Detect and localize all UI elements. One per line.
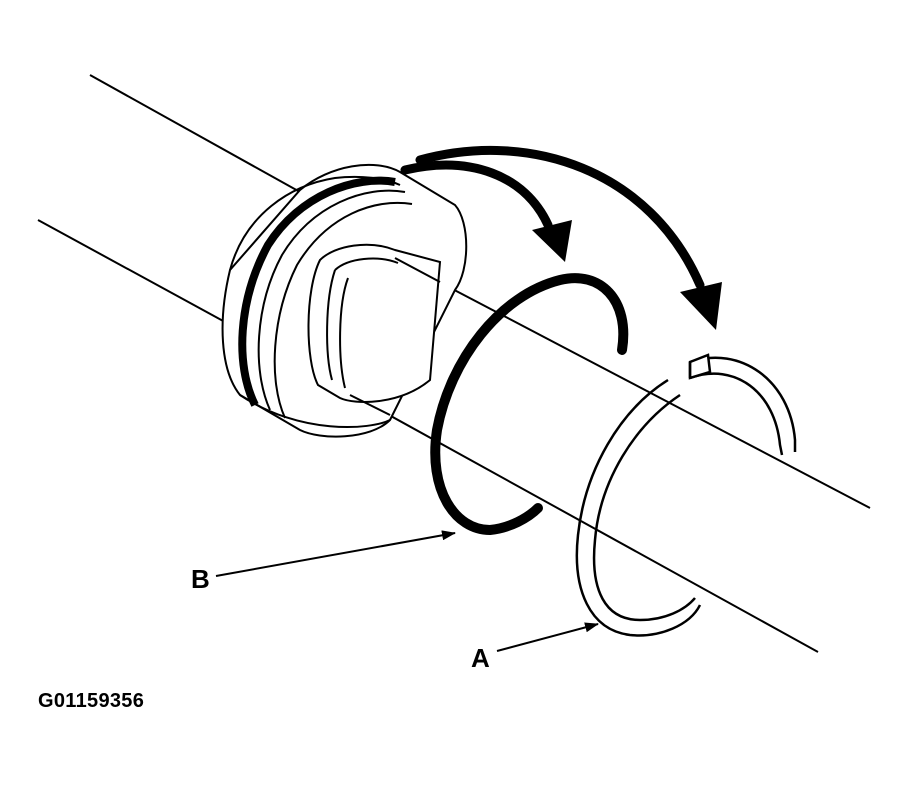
- shaft: [37, 74, 871, 653]
- callout-b-label: B: [191, 564, 210, 594]
- arrowhead-inner: [532, 220, 572, 262]
- rotation-arrows: [400, 145, 705, 290]
- ring-a: [575, 353, 797, 637]
- shaft-through-bore: [349, 257, 441, 416]
- leader-lines: [215, 530, 599, 652]
- figure-id: G01159356: [38, 690, 145, 712]
- arrowheads: [532, 220, 722, 330]
- leader-b: [215, 530, 456, 577]
- ring-b: [430, 273, 629, 536]
- arrowhead-outer: [680, 282, 722, 330]
- leader-a: [496, 622, 599, 652]
- collar: [221, 163, 468, 438]
- callout-a-label: A: [471, 643, 490, 673]
